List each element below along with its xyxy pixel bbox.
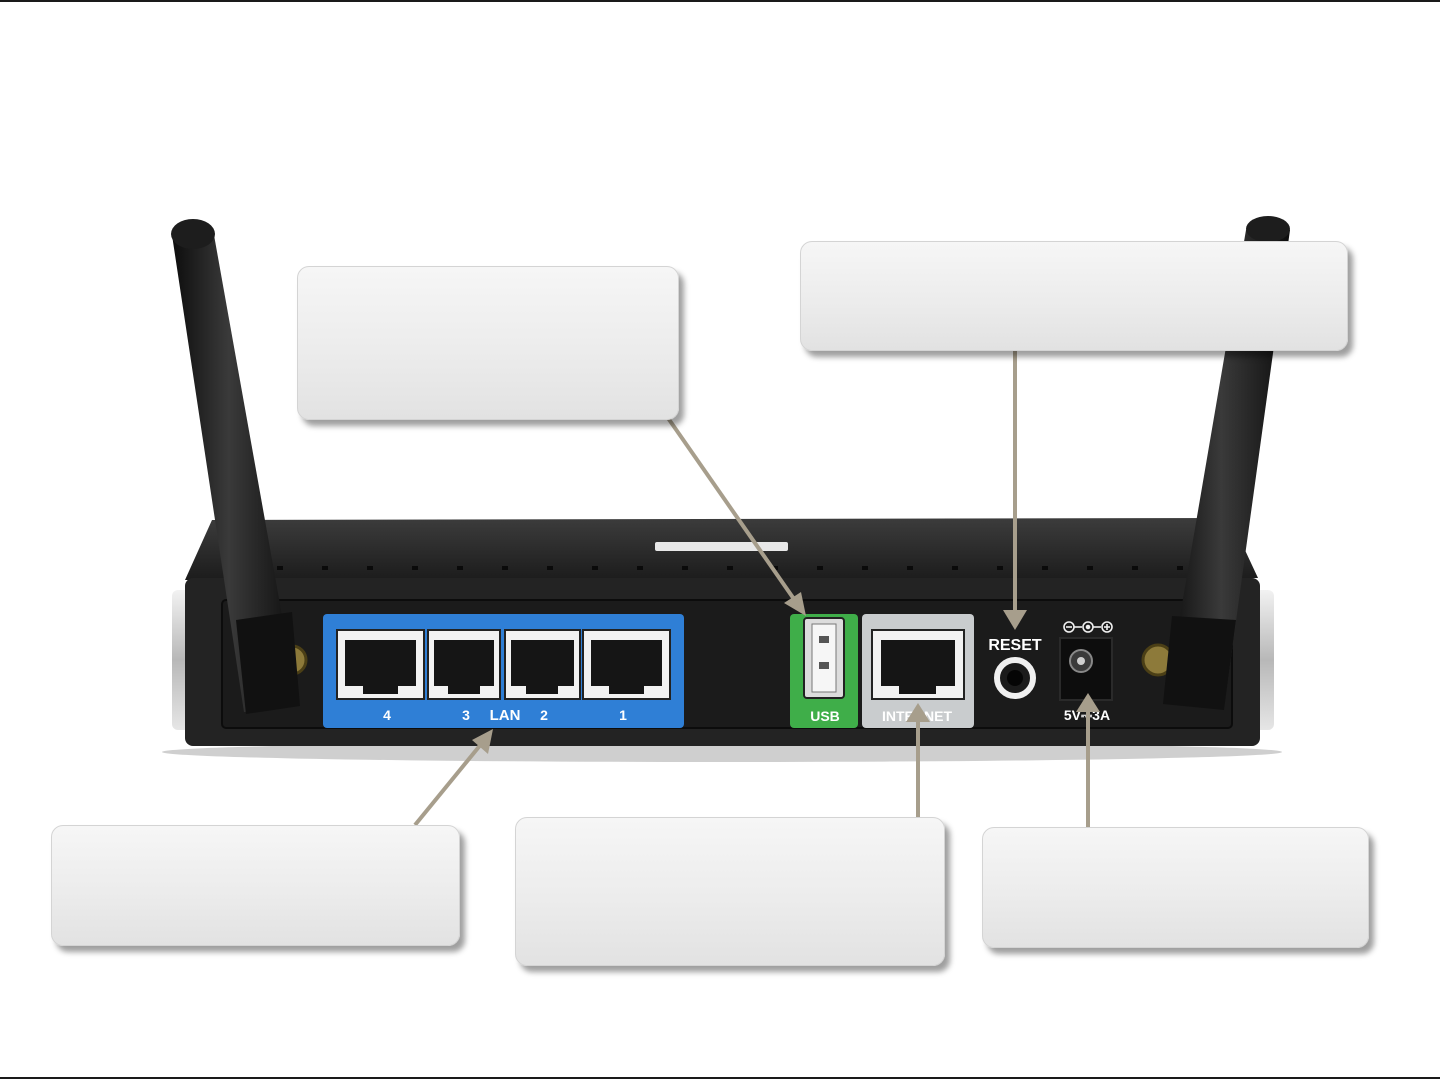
usb-callout-box: [297, 266, 679, 420]
internet-callout-box: [515, 817, 945, 966]
lan-port-3[interactable]: [427, 629, 501, 700]
lan-port-4[interactable]: [336, 629, 425, 700]
vent-dots: [232, 566, 1183, 570]
chassis-shadow: [162, 742, 1282, 762]
top-border: [0, 0, 1440, 2]
power-callout-box: [982, 827, 1369, 948]
usb-label: USB: [810, 708, 840, 724]
lan-label: LAN: [490, 707, 521, 724]
lan-port-number-4: 4: [383, 707, 391, 723]
callout-connectors: [413, 349, 1100, 827]
reset-button[interactable]: [994, 657, 1036, 699]
lan-port-number-1: 1: [619, 707, 627, 723]
power-jack[interactable]: [1059, 637, 1113, 701]
lan-port-2[interactable]: [504, 629, 581, 700]
reset-callout-box: [800, 241, 1348, 351]
lan-port-number-3: 3: [462, 707, 470, 723]
power-polarity-icon: [1063, 621, 1113, 633]
left-antenna: [171, 219, 300, 714]
bottom-border: [0, 1077, 1440, 1079]
usb-port[interactable]: [803, 617, 845, 699]
lan-callout-box: [51, 825, 460, 946]
lan-port-number-2: 2: [540, 707, 548, 723]
lan-port-1[interactable]: [582, 629, 671, 700]
reset-label: RESET: [988, 637, 1042, 654]
internet-port[interactable]: [871, 629, 965, 700]
top-light-bar: [655, 542, 788, 551]
